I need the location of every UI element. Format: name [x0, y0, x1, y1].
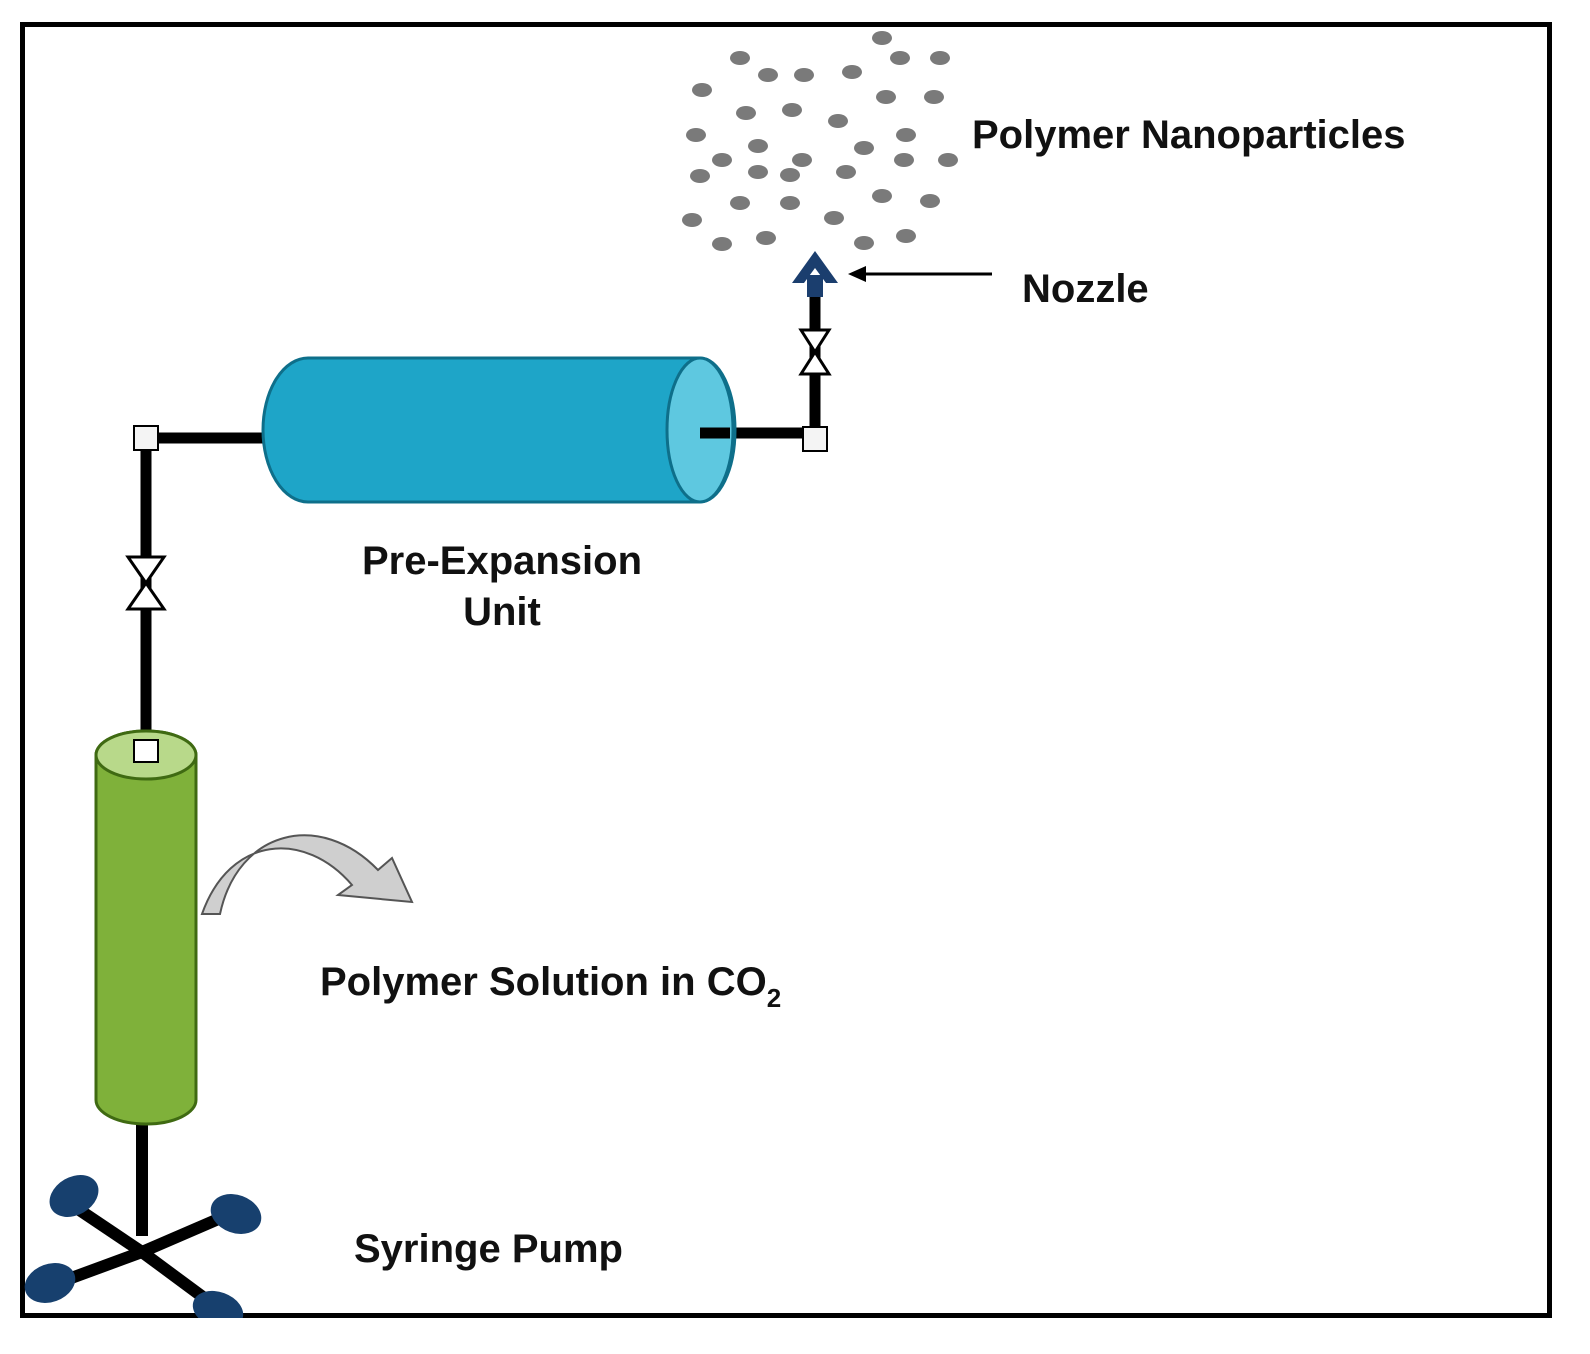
- nanoparticle-dot: [792, 153, 812, 167]
- nanoparticle-dot: [748, 165, 768, 179]
- nanoparticle-dot: [748, 139, 768, 153]
- syringe-outlet-connector: [133, 739, 159, 763]
- label-polymer-solution: Polymer Solution in CO2: [320, 960, 781, 1013]
- nanoparticle-dot: [782, 103, 802, 117]
- nanoparticle-dot: [824, 211, 844, 225]
- nanoparticle-dot: [896, 229, 916, 243]
- label-polymer-solution-main: Polymer Solution in CO: [320, 960, 767, 1004]
- nanoparticle-dot: [842, 65, 862, 79]
- curved-arrow-icon: [200, 834, 414, 915]
- syringe-cylinder: [94, 729, 198, 1126]
- nanoparticle-dot: [828, 114, 848, 128]
- nanoparticle-dot: [692, 83, 712, 97]
- nanoparticle-dot: [890, 51, 910, 65]
- nanoparticle-dot: [920, 194, 940, 208]
- pipe-connector-left: [133, 425, 159, 451]
- nanoparticle-dot: [876, 90, 896, 104]
- nanoparticle-dot: [794, 68, 814, 82]
- nanoparticle-dot: [930, 51, 950, 65]
- nanoparticle-dot: [780, 168, 800, 182]
- nanoparticle-dot: [730, 196, 750, 210]
- nanoparticle-dot: [854, 236, 874, 250]
- nanoparticle-dot: [690, 169, 710, 183]
- nanoparticle-dot: [780, 196, 800, 210]
- pipe-connector-right: [802, 426, 828, 452]
- nanoparticle-dot: [872, 189, 892, 203]
- label-pre-expansion-line1: Pre-Expansion: [362, 539, 642, 583]
- syringe-body: [94, 729, 198, 1126]
- nanoparticle-dot: [872, 31, 892, 45]
- nanoparticle-dot: [682, 213, 702, 227]
- label-nozzle: Nozzle: [1022, 267, 1149, 311]
- pre-expansion-unit: [261, 356, 737, 504]
- nanoparticle-cloud: [682, 31, 958, 251]
- nanoparticle-dot: [924, 90, 944, 104]
- nanoparticle-dot: [896, 128, 916, 142]
- nanoparticle-dot: [756, 231, 776, 245]
- diagram-frame: [20, 22, 1552, 1318]
- nanoparticle-dot: [894, 153, 914, 167]
- label-polymer-nanoparticles: Polymer Nanoparticles: [972, 113, 1406, 157]
- nanoparticle-dot: [836, 165, 856, 179]
- nanoparticle-dot: [758, 68, 778, 82]
- syringe-pump-icon: [0, 1175, 1590, 1354]
- label-pre-expansion-line2: Unit: [463, 590, 541, 634]
- nozzle-pointer-arrow: [848, 266, 992, 282]
- cylinder-body: [261, 356, 737, 504]
- nanoparticle-dot: [712, 153, 732, 167]
- nozzle-icon: [792, 251, 838, 297]
- label-polymer-solution-subscript: 2: [767, 983, 781, 1013]
- nanoparticle-dot: [854, 141, 874, 155]
- nanoparticle-dot: [938, 153, 958, 167]
- nanoparticle-dot: [686, 128, 706, 142]
- nanoparticle-dot: [730, 51, 750, 65]
- nanoparticle-dot: [736, 106, 756, 120]
- label-syringe-pump: Syringe Pump: [354, 1227, 623, 1271]
- valve-icon: [125, 555, 167, 611]
- valve-icon: [798, 328, 832, 376]
- nanoparticle-dot: [712, 237, 732, 251]
